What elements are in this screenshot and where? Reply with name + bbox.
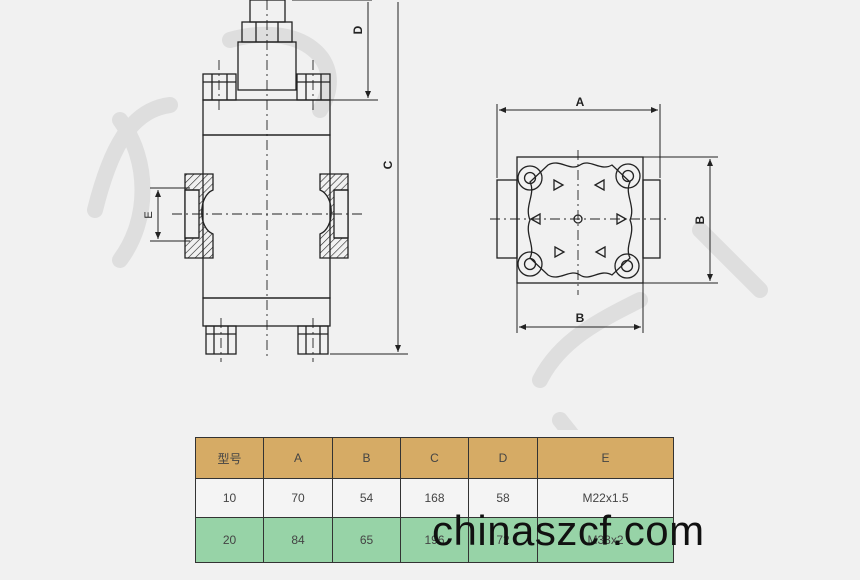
- bolt-hole-tl: [517, 165, 543, 191]
- header-b: B: [332, 437, 401, 479]
- cell-d: 58: [468, 478, 538, 518]
- table-row: 20 84 65 196 72 M33x2: [195, 517, 674, 563]
- cell-b: 54: [332, 478, 401, 518]
- dimension-d: [292, 0, 378, 101]
- cell-d: 72: [468, 517, 538, 563]
- dimension-d-label: D: [351, 25, 365, 34]
- bottom-cover: [202, 297, 331, 327]
- left-port: [184, 173, 214, 259]
- main-cover: [202, 99, 331, 136]
- table-header-row: 型号 A B C D E: [195, 437, 674, 479]
- top-view-centerlines: [490, 150, 668, 295]
- dimension-c: [330, 2, 408, 355]
- header-e: E: [537, 437, 674, 479]
- bolt-head-top-left: [202, 73, 237, 101]
- dimension-c-label: C: [381, 160, 395, 169]
- dimension-b-side-label: B: [693, 215, 707, 224]
- dimension-e: [150, 187, 190, 242]
- dimension-a: [496, 104, 661, 178]
- header-d: D: [468, 437, 538, 479]
- cell-a: 84: [263, 517, 333, 563]
- cell-c: 168: [400, 478, 469, 518]
- cell-e: M22x1.5: [537, 478, 674, 518]
- header-a: A: [263, 437, 333, 479]
- valve-dimension-drawing: D C E: [87, 0, 768, 430]
- bolt-hole-tr: [615, 163, 641, 189]
- spec-table: 型号 A B C D E 10 70 54 168 58 M22x1.5 20 …: [195, 437, 674, 563]
- front-centerlines: [172, 0, 362, 362]
- dimension-b-side: [643, 156, 718, 284]
- cell-e: M33x2: [537, 517, 674, 563]
- header-c: C: [400, 437, 469, 479]
- dimension-a-label: A: [576, 95, 585, 109]
- cell-model: 10: [195, 478, 264, 518]
- cell-a: 70: [263, 478, 333, 518]
- bolt-hole-br: [614, 253, 640, 279]
- table-row: 10 70 54 168 58 M22x1.5: [195, 478, 674, 518]
- top-view: [496, 156, 661, 284]
- bolt-hole-bl: [517, 251, 543, 277]
- top-view-body: [516, 156, 644, 284]
- top-view-channel: [527, 162, 633, 278]
- dimension-b-bottom: [516, 283, 644, 333]
- cell-b: 65: [332, 517, 401, 563]
- right-port: [319, 173, 349, 259]
- cell-c: 196: [400, 517, 469, 563]
- dimension-b-bottom-label: B: [576, 311, 585, 325]
- site-watermark: chinaszcf.com: [432, 507, 705, 554]
- header-model: 型号: [195, 437, 264, 479]
- dimension-e-label: E: [143, 211, 155, 218]
- main-body: [202, 134, 331, 299]
- top-stem: [249, 0, 286, 23]
- cell-model: 20: [195, 517, 264, 563]
